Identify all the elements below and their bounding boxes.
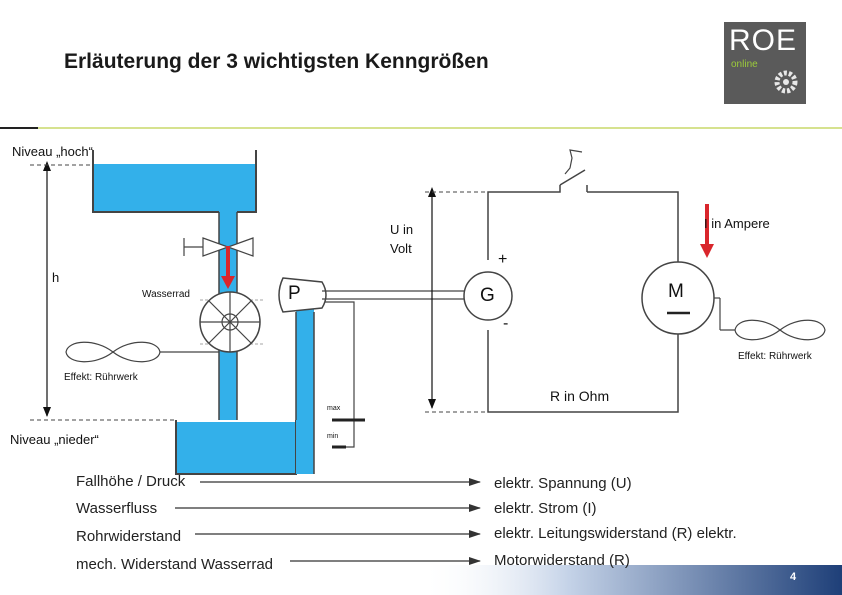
electric-term: elektr. Strom (I) xyxy=(494,500,597,517)
electric-term: elektr. Leitungswiderstand (R) elektr. xyxy=(494,525,737,542)
footer-bar xyxy=(420,565,842,595)
label-u-line2: Volt xyxy=(390,241,412,256)
label-r-in-ohm: R in Ohm xyxy=(550,388,610,404)
gear-icon xyxy=(774,70,798,94)
water-term: Wasserfluss xyxy=(76,500,158,517)
valve-icon xyxy=(183,237,254,257)
label-u-line1: U in xyxy=(390,222,414,237)
label-niveau-hoch: Niveau „hoch“ xyxy=(12,144,93,159)
label-min: min xyxy=(327,433,339,440)
upper-tank xyxy=(92,150,257,213)
water-term: Fallhöhe / Druck xyxy=(76,473,186,490)
current-arrow xyxy=(700,204,714,258)
logo-subtext: online xyxy=(731,59,758,70)
label-motor: M xyxy=(668,281,684,302)
label-pump: P xyxy=(288,283,301,304)
pump-icon xyxy=(278,277,327,313)
label-effekt-left: Effekt: Rührwerk xyxy=(64,372,138,383)
lower-tank xyxy=(175,420,297,475)
water-term: mech. Widerstand Wasserrad xyxy=(76,556,274,573)
height-arrow xyxy=(30,161,176,421)
pump-generator-shaft xyxy=(322,290,470,300)
label-minus: - xyxy=(503,315,509,332)
roe-online-logo: ROE online xyxy=(724,22,806,104)
electric-term: Motorwiderstand (R) xyxy=(494,552,630,569)
label-i-in-ampere: I in Ampere xyxy=(704,216,770,231)
label-generator: G xyxy=(480,285,495,306)
return-pipe xyxy=(295,294,315,474)
label-wasserrad: Wasserrad xyxy=(142,289,190,300)
label-niveau-nieder: Niveau „nieder“ xyxy=(10,432,99,447)
label-h: h xyxy=(52,270,60,285)
page-title: Erläuterung der 3 wichtigsten Kenngrößen xyxy=(64,50,489,73)
water-wheel-icon xyxy=(199,291,265,353)
circuit-wires xyxy=(487,149,679,413)
stirrer-right-icon xyxy=(734,319,826,341)
voltage-arrow xyxy=(425,187,488,413)
label-max: max xyxy=(327,405,341,412)
logo-text: ROE xyxy=(729,24,798,57)
generator-icon xyxy=(463,271,513,321)
comparison-arrows xyxy=(175,478,481,565)
page-number: 4 xyxy=(790,571,797,583)
water-flow-arrow xyxy=(221,246,235,289)
stirrer-left-icon xyxy=(65,341,219,363)
electric-term: elektr. Spannung (U) xyxy=(494,475,632,492)
label-effekt-right: Effekt: Rührwerk xyxy=(738,351,812,362)
water-term: Rohrwiderstand xyxy=(76,528,182,545)
level-sensor xyxy=(325,301,365,449)
label-plus: + xyxy=(498,251,508,268)
